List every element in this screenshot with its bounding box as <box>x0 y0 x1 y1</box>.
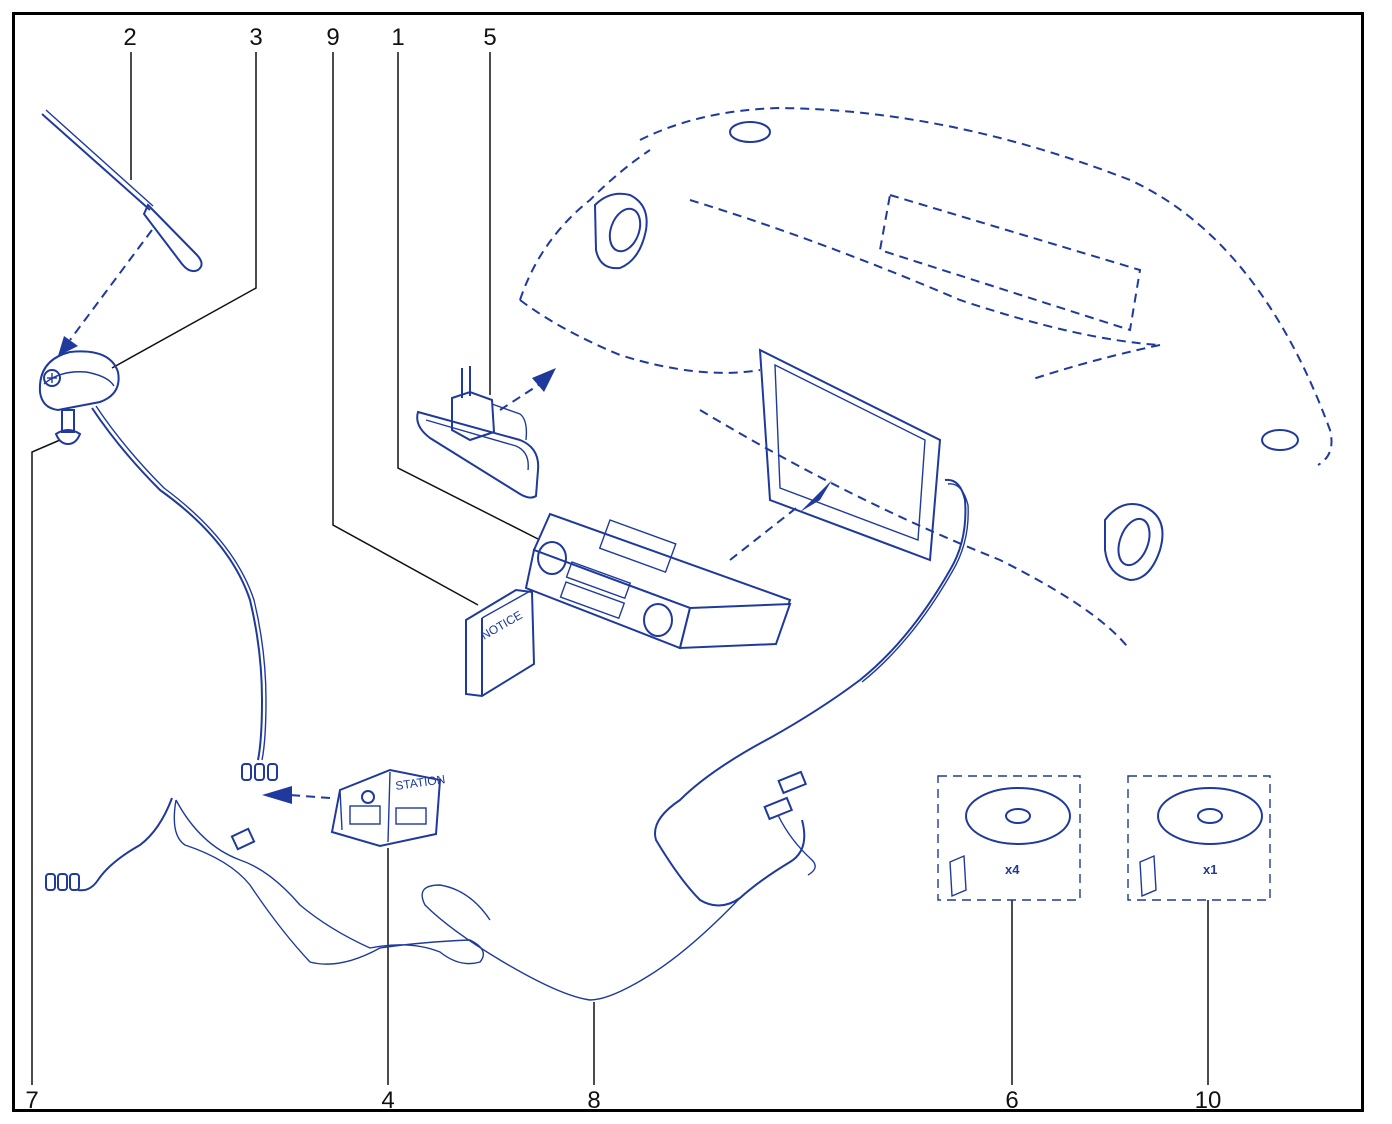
cd-disc-icon <box>1157 787 1263 845</box>
callout-6: 6 <box>1005 1087 1018 1114</box>
main-harness-icon <box>421 478 969 1001</box>
antenna-mast-icon <box>41 109 203 356</box>
bracket-icon <box>416 366 556 499</box>
antenna-cable <box>91 405 278 781</box>
radio-unit-icon <box>524 504 801 650</box>
antenna-base-icon <box>38 350 120 446</box>
adapter-module-icon: STATION <box>262 768 446 848</box>
callout-4: 4 <box>381 1087 394 1114</box>
callout-5: 5 <box>483 24 496 51</box>
manual-book-icon: NOTICE <box>465 588 536 698</box>
rca-plugs-icon <box>241 763 278 781</box>
callout-7: 7 <box>25 1087 38 1114</box>
diagram-frame <box>12 12 1364 1112</box>
kit-box-x4: x4 <box>937 775 1081 901</box>
kit-box-x1: x1 <box>1127 775 1271 901</box>
callout-8: 8 <box>587 1087 600 1114</box>
callout-3: 3 <box>249 24 262 51</box>
kit-right-qty: x1 <box>1203 862 1217 877</box>
dashboard-icon <box>519 106 1333 651</box>
harness-icon <box>45 797 484 965</box>
kit-left-qty: x4 <box>1005 862 1020 877</box>
callout-1: 1 <box>391 24 404 51</box>
leader-lines <box>31 52 1209 1085</box>
cd-disc-icon <box>965 787 1071 845</box>
callout-10: 10 <box>1195 1087 1222 1114</box>
callout-9: 9 <box>326 24 339 51</box>
callout-2: 2 <box>123 24 136 51</box>
svg-text:STATION: STATION <box>394 772 446 793</box>
